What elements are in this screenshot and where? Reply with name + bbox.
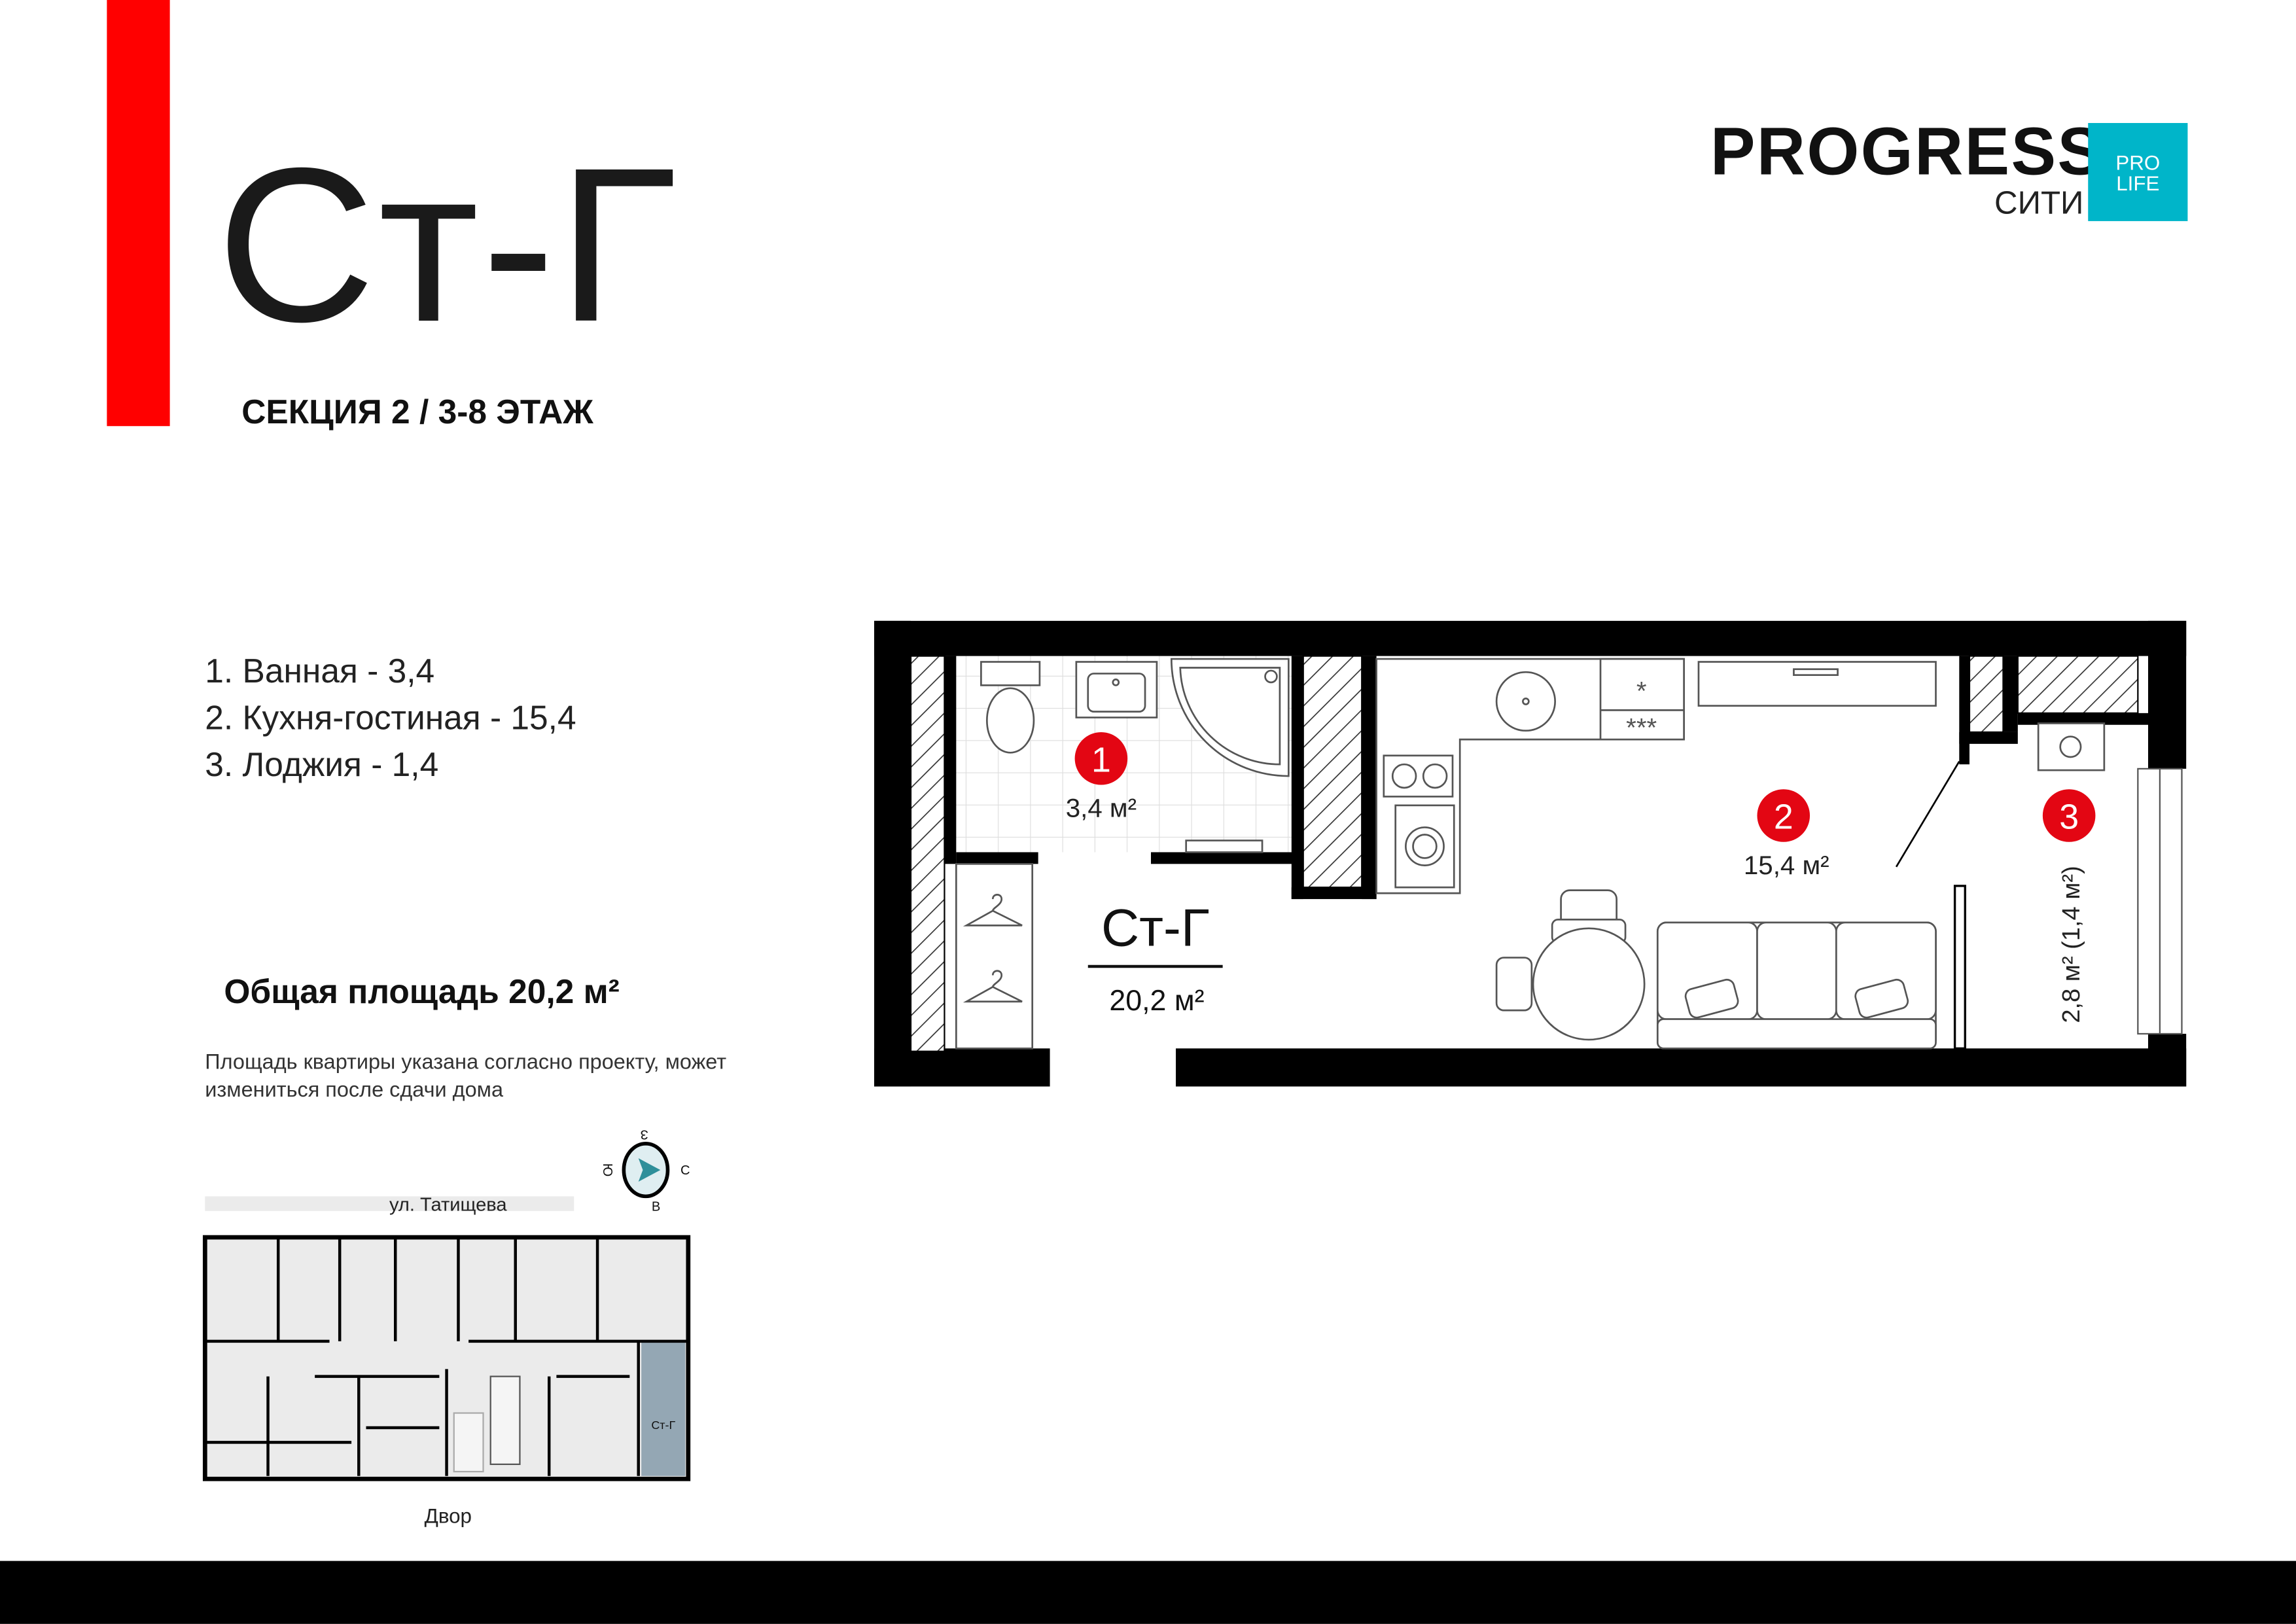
shaft-hatch	[2017, 655, 2139, 714]
area-disclaimer: Площадь квартиры указана согласно проект…	[205, 1051, 727, 1103]
hanger-icon	[963, 894, 1023, 927]
room-area-1: 3,4 м²	[1066, 794, 1137, 823]
loggia-fixture-circle	[2059, 735, 2082, 758]
yard-label: Двор	[425, 1504, 472, 1527]
logo-badge-line2: LIFE	[2116, 170, 2160, 194]
street-label: ул. Татищева	[389, 1195, 507, 1216]
room-area-2: 15,4 м²	[1744, 851, 1829, 880]
accent-bar	[107, 0, 170, 427]
svg-text:***: ***	[1626, 713, 1657, 743]
stairs	[453, 1412, 484, 1473]
apartment-title: Ст-Г	[217, 121, 680, 368]
dining-table	[1532, 927, 1646, 1041]
stove-icon: * ***	[1599, 658, 1685, 743]
svg-text:Ю: Ю	[600, 1163, 614, 1176]
unit-label: Ст-Г	[1101, 899, 1210, 958]
kitchen-sink-icon	[1495, 671, 1556, 732]
washing-machine-icon	[1394, 804, 1455, 889]
tv-icon	[1793, 668, 1839, 677]
total-area: Общая площадь 20,2 м²	[224, 972, 620, 1011]
room-badge-3: 3	[2042, 789, 2096, 842]
radiator	[1185, 839, 1263, 853]
walls	[874, 620, 2187, 1087]
svg-text:3: 3	[2059, 798, 2079, 837]
svg-text:2: 2	[1774, 798, 1793, 837]
column-hatch	[910, 655, 945, 1052]
sofa-icon	[1656, 921, 1937, 1050]
loggia-glass-door	[1953, 885, 1966, 1050]
key-plan: Ст-Г	[202, 1235, 691, 1481]
key-plan-unit-label: Ст-Г	[651, 1419, 675, 1432]
highlighted-unit	[641, 1341, 686, 1476]
shaft-hatch	[1302, 655, 1363, 889]
svg-text:*: *	[1636, 677, 1647, 706]
wardrobe	[955, 863, 1034, 1050]
toilet-icon	[980, 661, 1041, 754]
logo-badge: PRO LIFE	[2088, 122, 2188, 221]
elevators	[489, 1375, 521, 1466]
shower-icon	[1170, 658, 1290, 777]
footer-bar	[0, 1561, 2296, 1624]
room-list-item: 1. Ванная - 3,4	[205, 651, 435, 690]
shaft-hatch	[1968, 655, 2004, 733]
logo-wordmark: PROGRESS	[1710, 113, 2104, 189]
sink-icon	[1075, 661, 1158, 718]
compass-icon: С Ю В З	[600, 1127, 690, 1214]
svg-text:1: 1	[1091, 740, 1111, 779]
hanger-icon	[963, 970, 1023, 1003]
unit-area: 20,2 м²	[1109, 984, 1204, 1017]
room-list: 1. Ванная - 3,4 2. Кухня-гостиная - 15,4…	[205, 647, 576, 788]
svg-text:С: С	[680, 1163, 690, 1178]
svg-text:В: В	[652, 1200, 660, 1214]
svg-text:З: З	[641, 1127, 648, 1142]
logo-badge-line1: PRO	[2115, 150, 2161, 174]
cooktop-icon	[1383, 754, 1454, 798]
room-badge-2: 2	[1757, 789, 1810, 842]
door-swing	[1895, 761, 1960, 868]
window	[2137, 768, 2183, 1035]
room-badge-1: 1	[1074, 732, 1128, 785]
room-list-item: 3. Лоджия - 1,4	[205, 745, 439, 784]
chair-icon	[1495, 957, 1533, 1012]
room-list-item: 2. Кухня-гостиная - 15,4	[205, 698, 576, 737]
street-bar	[205, 1196, 574, 1211]
logo-subtitle: СИТИ	[1994, 184, 2084, 221]
room-area-3: 2,8 м² (1,4 м²)	[2058, 866, 2085, 1023]
section-floor-label: СЕКЦИЯ 2 / 3-8 ЭТАЖ	[241, 392, 593, 431]
